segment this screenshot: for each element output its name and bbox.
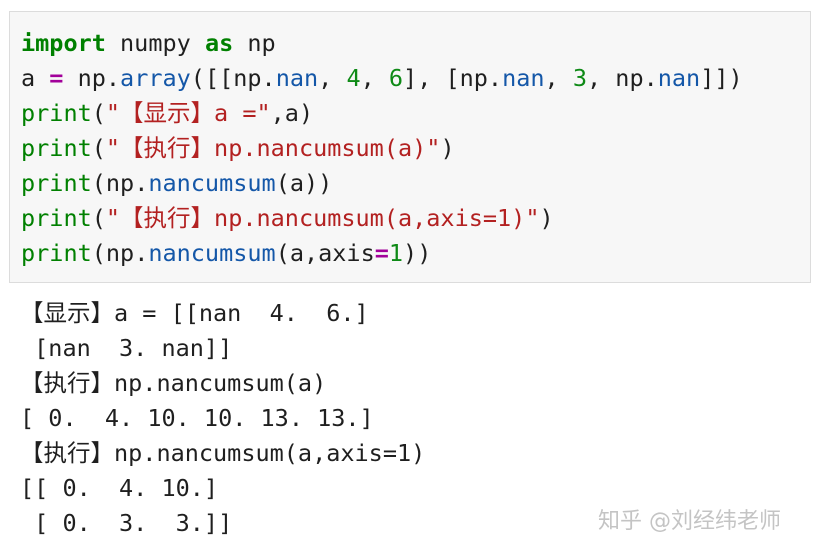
code-line-7: print(np.nancumsum(a,axis=1)) bbox=[21, 236, 431, 271]
output-line: [[ 0. 4. 10.] bbox=[20, 474, 219, 502]
output-line: 【执行】np.nancumsum(a) bbox=[20, 369, 327, 397]
number-literal: 4 bbox=[346, 64, 361, 92]
code-token: ,a) bbox=[270, 99, 314, 127]
assign-operator: = bbox=[374, 239, 389, 267]
assign-operator: = bbox=[49, 64, 64, 92]
string-literal: "【执行】np.nancumsum(a)" bbox=[105, 134, 441, 162]
code-token: ]]) bbox=[700, 64, 743, 92]
code-token: ( bbox=[91, 134, 106, 162]
code-line-6: print("【执行】np.nancumsum(a,axis=1)") bbox=[21, 201, 554, 236]
keyword-import: import bbox=[21, 29, 106, 57]
keyword-as: as bbox=[204, 29, 234, 57]
code-token: ) bbox=[440, 134, 455, 162]
string-literal: "【执行】np.nancumsum(a,axis=1)" bbox=[105, 204, 540, 232]
code-token: ], [np. bbox=[403, 64, 503, 92]
code-token: ) bbox=[539, 204, 554, 232]
builtin-print: print bbox=[21, 99, 92, 127]
builtin-print: print bbox=[21, 169, 92, 197]
code-line-1: import numpy as np bbox=[21, 26, 276, 61]
output-line: [nan 3. nan]] bbox=[20, 334, 233, 362]
number-literal: 3 bbox=[572, 64, 587, 92]
builtin-print: print bbox=[21, 134, 92, 162]
number-literal: 6 bbox=[388, 64, 404, 92]
code-token: )) bbox=[403, 239, 432, 267]
code-token: (np. bbox=[91, 169, 149, 197]
module-name: numpy bbox=[105, 29, 205, 57]
attr-nan: nan bbox=[275, 64, 319, 92]
builtin-print: print bbox=[21, 239, 92, 267]
attr-nan: nan bbox=[657, 64, 701, 92]
string-literal: "【显示】a =" bbox=[105, 99, 271, 127]
code-token: , np. bbox=[587, 64, 658, 92]
code-cell[interactable]: import numpy as np a = np.array([[np.nan… bbox=[9, 11, 811, 283]
code-token: np. bbox=[63, 64, 121, 92]
code-token: ( bbox=[91, 99, 106, 127]
code-token: (a)) bbox=[275, 169, 333, 197]
attr-nancumsum: nancumsum bbox=[148, 239, 276, 267]
module-alias: np bbox=[233, 29, 276, 57]
code-line-2: a = np.array([[np.nan, 4, 6], [np.nan, 3… bbox=[21, 61, 743, 96]
code-token: (a,axis bbox=[275, 239, 375, 267]
watermark: 知乎 @刘经纬老师 bbox=[598, 509, 781, 534]
output-line: 【显示】a = [[nan 4. 6.] bbox=[20, 299, 369, 327]
output-line: [ 0. 3. 3.]] bbox=[20, 509, 233, 537]
number-literal: 1 bbox=[388, 239, 404, 267]
code-line-5: print(np.nancumsum(a)) bbox=[21, 166, 332, 201]
code-token: , bbox=[544, 64, 573, 92]
code-token: , bbox=[318, 64, 347, 92]
attr-array: array bbox=[120, 64, 191, 92]
code-line-3: print("【显示】a =",a) bbox=[21, 96, 313, 131]
code-token: ( bbox=[91, 204, 106, 232]
attr-nan: nan bbox=[502, 64, 545, 92]
code-token: , bbox=[360, 64, 389, 92]
variable-a: a bbox=[21, 64, 50, 92]
output-line: 【执行】np.nancumsum(a,axis=1) bbox=[20, 439, 426, 467]
builtin-print: print bbox=[21, 204, 92, 232]
code-token: ([[np. bbox=[190, 64, 276, 92]
output-line: [ 0. 4. 10. 10. 13. 13.] bbox=[20, 404, 374, 432]
cell-output: 【显示】a = [[nan 4. 6.] [nan 3. nan]] 【执行】n… bbox=[20, 296, 425, 541]
attr-nancumsum: nancumsum bbox=[148, 169, 276, 197]
code-line-4: print("【执行】np.nancumsum(a)") bbox=[21, 131, 455, 166]
code-token: (np. bbox=[91, 239, 149, 267]
